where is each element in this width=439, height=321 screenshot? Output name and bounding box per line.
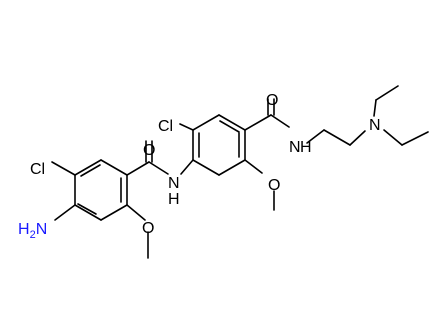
bond (192, 114, 220, 131)
bond (80, 164, 101, 177)
chlorine-left-label: Cl (30, 161, 45, 178)
oxygen-methoxy-right-label: O (268, 177, 280, 194)
bond (148, 161, 169, 175)
ring-b-bonds (192, 114, 246, 176)
hydrogen-amide-right-label: H (300, 139, 312, 156)
bond (218, 159, 246, 176)
ring-a-substituents (51, 140, 169, 259)
bond (323, 129, 351, 146)
amino-n: N (36, 221, 48, 238)
bond (74, 159, 102, 176)
bond (192, 159, 220, 176)
bond (373, 99, 377, 117)
ring-b-substituents (179, 98, 290, 211)
bond (375, 85, 399, 101)
bond (401, 131, 429, 146)
bond (126, 204, 146, 221)
bond (126, 161, 150, 176)
bond (100, 159, 128, 176)
amino-group-label: H2N (18, 221, 47, 241)
oxygen-carbonyl-left-label: O (143, 142, 155, 159)
bond (219, 120, 240, 133)
bond (218, 114, 246, 131)
nitrogen-amide-right-label: N (289, 139, 301, 156)
bond (77, 203, 97, 215)
oxygen-carbonyl-right-label: O (266, 92, 278, 109)
bond (244, 114, 272, 131)
hydrogen-amide-left-label: H (168, 191, 180, 208)
bond (383, 129, 403, 146)
amino-subscript: 2 (30, 229, 36, 241)
chlorine-right-label: Cl (158, 118, 173, 135)
bond (180, 159, 194, 175)
amino-h: H (18, 221, 30, 238)
bond (270, 114, 290, 128)
bond (179, 123, 194, 131)
bond (349, 130, 366, 146)
side-chain-bonds (306, 85, 429, 146)
bond (100, 204, 128, 221)
bond (54, 204, 76, 221)
oxygen-methoxy-left-label: O (142, 220, 154, 237)
bond (306, 129, 325, 144)
nitrogen-tertiary-label: N (369, 117, 381, 134)
nitrogen-amide-left-label: N (168, 175, 180, 192)
bond (74, 204, 102, 221)
bond (244, 159, 263, 174)
atom-labels: Cl Cl O O O O N H N H N H2N (18, 92, 381, 241)
bond (51, 161, 76, 176)
ring-a-bonds (74, 159, 128, 221)
